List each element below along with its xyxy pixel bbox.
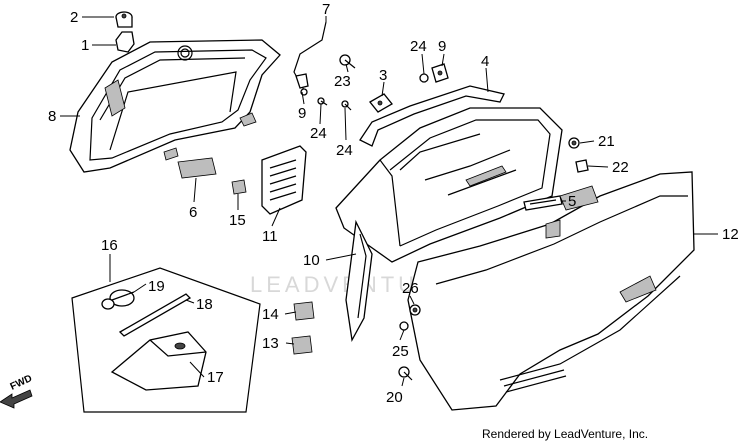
callout-8: 8 xyxy=(48,108,56,125)
fwd-arrow-icon xyxy=(0,389,33,409)
part-21-grommet xyxy=(568,137,580,149)
callout-16: 16 xyxy=(101,237,118,254)
part-20-bolt xyxy=(398,366,413,381)
callout-17: 17 xyxy=(207,369,224,386)
part-17-tool-bag xyxy=(110,331,207,391)
part-9-clip-right xyxy=(431,63,449,83)
callout-4: 4 xyxy=(481,53,489,70)
render-credit: Rendered by LeadVenture, Inc. xyxy=(482,427,648,441)
part-24-screw-c xyxy=(419,73,429,83)
part-11-vent-cover xyxy=(261,145,307,215)
part-22-nut xyxy=(575,159,589,173)
callout-3: 3 xyxy=(379,67,387,84)
part-13-pad xyxy=(291,335,313,355)
callout-12: 12 xyxy=(722,226,739,243)
callout-5: 5 xyxy=(568,193,576,210)
part-5-emblem xyxy=(523,195,563,211)
callout-21: 21 xyxy=(598,133,615,150)
part-23-bolt xyxy=(339,54,356,69)
callout-13: 13 xyxy=(262,335,279,352)
callout-1: 1 xyxy=(81,37,89,54)
callout-24-b: 24 xyxy=(336,142,353,159)
part-4-seal xyxy=(359,85,505,147)
part-24-screw-b xyxy=(341,100,352,111)
part-2-key-lock xyxy=(115,11,133,28)
part-14-pad xyxy=(293,301,315,321)
part-18-bar xyxy=(118,293,192,337)
callout-2: 2 xyxy=(70,9,78,26)
part-9-clip-left xyxy=(295,73,309,89)
callout-22: 22 xyxy=(612,159,629,176)
callout-9-left: 9 xyxy=(298,105,306,122)
callout-7: 7 xyxy=(322,1,330,18)
callout-10: 10 xyxy=(303,252,320,269)
callout-18: 18 xyxy=(196,296,213,313)
part-1-lock-holder xyxy=(115,31,135,53)
part-3-bracket xyxy=(369,93,393,113)
callout-24-a: 24 xyxy=(310,125,327,142)
callout-20: 20 xyxy=(386,389,403,406)
callout-23: 23 xyxy=(334,73,351,90)
callout-15: 15 xyxy=(229,212,246,229)
callout-25: 25 xyxy=(392,343,409,360)
part-8-side-cover xyxy=(69,39,281,173)
part-6-label xyxy=(177,157,217,179)
part-10-storage-box xyxy=(335,107,563,343)
callout-11: 11 xyxy=(262,228,278,245)
callout-26: 26 xyxy=(402,280,419,297)
part-15-label xyxy=(231,179,247,195)
part-16-tool-kit-box xyxy=(71,267,261,413)
callout-9-right: 9 xyxy=(438,38,446,55)
callout-24-c: 24 xyxy=(410,38,427,55)
part-12-rear-cowl xyxy=(407,171,695,411)
part-19-spark-plug-wrench xyxy=(101,289,135,310)
callout-14: 14 xyxy=(262,306,279,323)
callout-6: 6 xyxy=(189,204,197,221)
leader-lines xyxy=(60,16,718,387)
callout-labels: 2 1 8 7 23 9 24 24 3 24 9 4 21 22 5 12 6… xyxy=(48,1,739,406)
part-25-collar xyxy=(399,321,409,331)
callout-19: 19 xyxy=(148,278,165,295)
part-24-screw-a xyxy=(317,97,328,106)
part-26-cushion xyxy=(409,304,421,316)
